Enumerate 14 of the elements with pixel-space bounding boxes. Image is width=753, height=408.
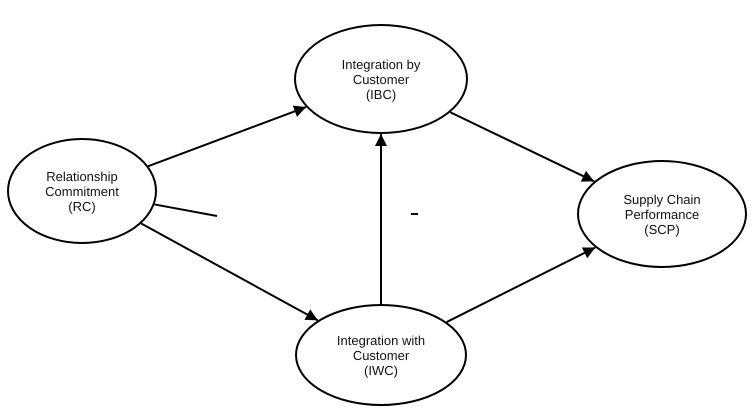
node-label: (IWC): [364, 362, 398, 378]
arrow: [140, 222, 318, 322]
line: [154, 203, 218, 217]
arrow: [450, 111, 595, 182]
node-label: (SCP): [644, 222, 680, 236]
node-label: (IBC): [366, 86, 396, 102]
arrow: [148, 106, 306, 168]
node-label: Supply Chain Performance: [622, 192, 702, 222]
arrow: [375, 134, 387, 304]
node-label: Relationship Commitment: [44, 168, 120, 198]
node-label: (RC): [68, 198, 96, 214]
arrow: [446, 246, 596, 323]
node-label: Integration by Customer: [340, 56, 422, 86]
node-label: Integration with Customer: [336, 332, 426, 362]
